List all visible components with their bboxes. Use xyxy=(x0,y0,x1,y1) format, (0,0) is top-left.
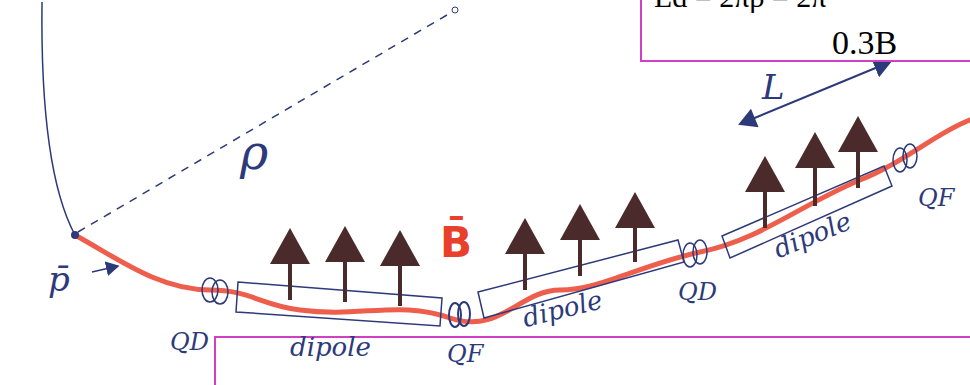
length-arrow xyxy=(740,62,890,124)
particle-dot xyxy=(71,231,79,239)
quadrupole xyxy=(212,280,228,304)
formula-box: Ld = 2πρ = 2π 0.3B xyxy=(640,0,970,62)
momentum-arrow xyxy=(92,266,118,272)
formula-text: 0.3B xyxy=(832,26,897,60)
radius-symbol: ρ xyxy=(240,128,268,176)
quadrupole xyxy=(458,302,470,326)
length-symbol: L xyxy=(762,70,785,104)
quadrupole-label: QD xyxy=(678,280,717,304)
dipole-label: dipole xyxy=(770,208,855,262)
momentum-symbol: p̄ xyxy=(48,262,70,296)
dipole-label: dipole xyxy=(290,334,371,360)
field-arrows xyxy=(290,120,858,306)
quadrupole-label: QD xyxy=(170,330,209,354)
field-symbol: B̄ xyxy=(440,222,472,264)
dipole-label: dipole xyxy=(520,286,605,331)
quadrupole xyxy=(683,243,697,267)
quadrupole xyxy=(893,148,907,172)
quadrupole-label: QF xyxy=(918,186,954,210)
quadrupole-label: QF xyxy=(447,342,483,366)
dipole-magnet xyxy=(236,282,442,326)
beam-trajectory xyxy=(75,118,970,322)
quadrupole xyxy=(693,240,707,264)
formula-text: Ld = 2πρ = 2π xyxy=(654,0,826,12)
orbit-arc xyxy=(42,2,75,235)
quadrupole xyxy=(903,144,917,168)
radius-line xyxy=(78,12,452,232)
center-point xyxy=(452,7,458,13)
